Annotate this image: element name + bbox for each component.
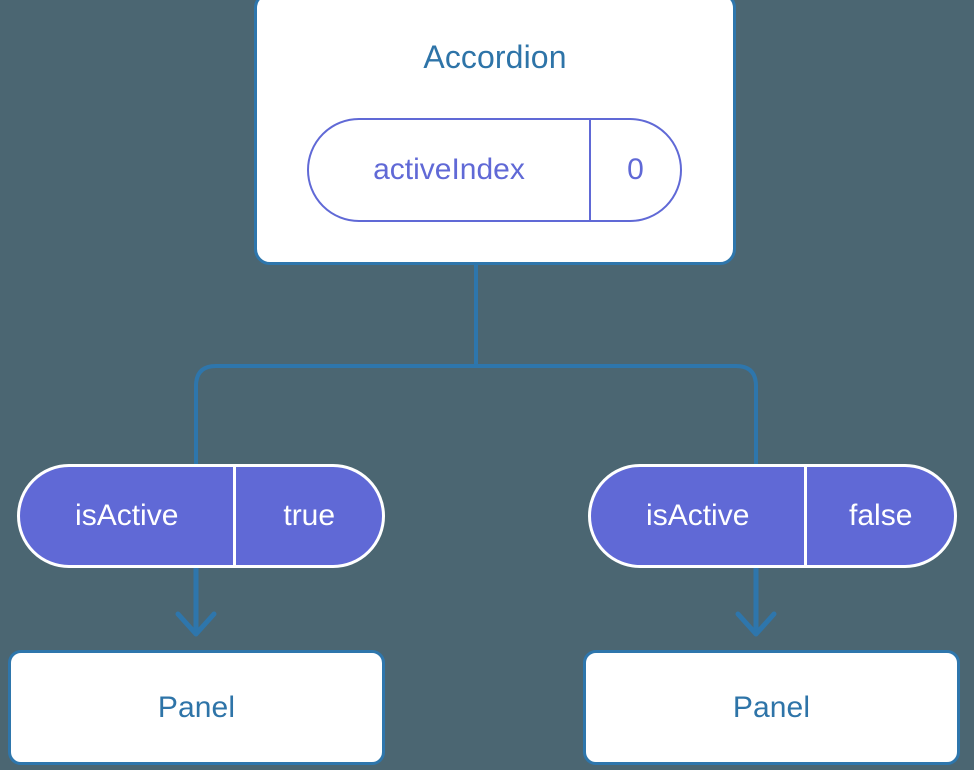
prop-pill-is-active-right[interactable]: isActive false [588, 464, 957, 568]
prop-pill-is-active-right-value: false [804, 467, 954, 565]
prop-pill-is-active-left[interactable]: isActive true [17, 464, 385, 568]
panel-node-left[interactable]: Panel [8, 650, 385, 765]
prop-pill-is-active-left-key: isActive [75, 499, 179, 532]
state-pill-active-index[interactable]: activeIndex 0 [307, 118, 682, 222]
panel-node-right[interactable]: Panel [583, 650, 960, 765]
state-pill-active-index-value: 0 [588, 120, 680, 220]
panel-left-title: Panel [157, 690, 236, 724]
accordion-title: Accordion [423, 39, 567, 75]
panel-right-title: Panel [732, 690, 811, 724]
arrow-head-right-icon [735, 611, 777, 637]
arrow-head-left-icon [175, 611, 217, 637]
state-pill-active-index-key: activeIndex [373, 153, 525, 186]
branch-bus [194, 364, 758, 467]
prop-pill-is-active-left-value: true [233, 467, 382, 565]
prop-pill-is-active-right-key: isActive [646, 499, 750, 532]
